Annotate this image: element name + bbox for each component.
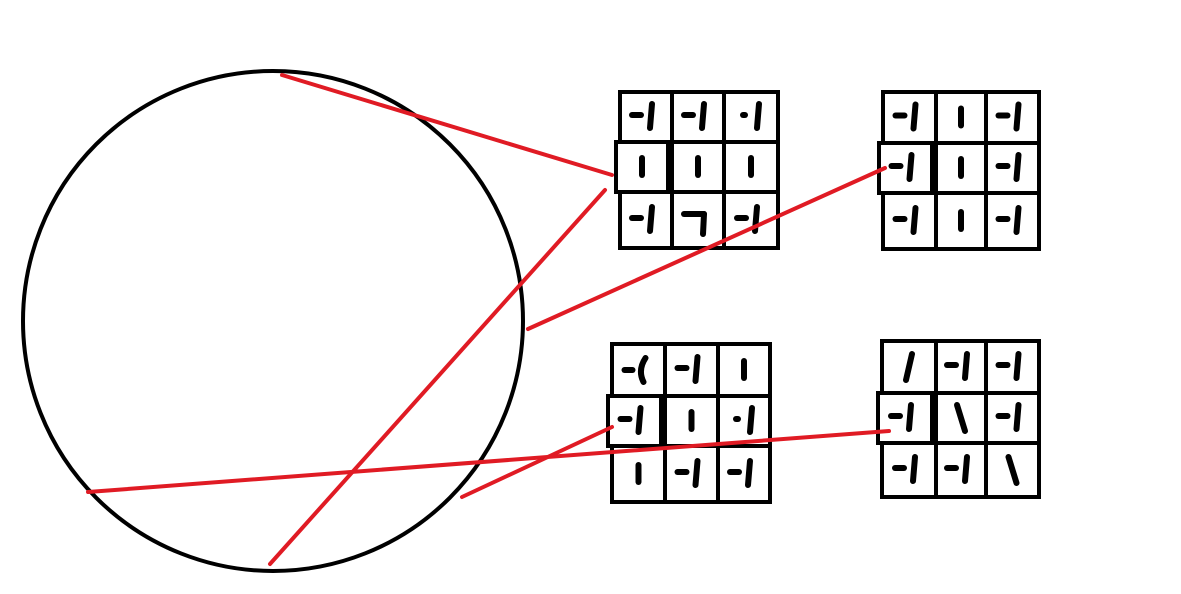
connector-line-4	[460, 425, 614, 499]
glyph-bar	[745, 458, 753, 488]
connector-line-2	[268, 188, 607, 566]
glyph-bar	[754, 101, 762, 131]
grid-bottom-left	[606, 342, 772, 504]
glyph-paren	[637, 355, 649, 385]
glyph-bar	[910, 101, 919, 132]
glyph-bar	[1013, 351, 1022, 381]
grid-bottom-right	[876, 339, 1041, 499]
connectors-layer	[86, 73, 891, 566]
glyph-bar	[962, 454, 970, 484]
cell-backslant-bar	[984, 441, 1041, 499]
glyph-bar	[906, 152, 915, 182]
glyph-bar	[747, 405, 755, 435]
glyph-bar	[700, 211, 707, 237]
glyph-bar	[692, 458, 701, 488]
glyph-slant	[903, 351, 915, 383]
grid-cell-border	[984, 191, 1041, 251]
glyph-bar	[910, 454, 918, 484]
glyph-slant	[954, 402, 968, 434]
glyph-slant	[1005, 454, 1020, 486]
main-circle	[21, 69, 525, 573]
glyph-bar	[1013, 205, 1022, 235]
grid-cell-border	[722, 190, 780, 250]
glyph-bar	[692, 354, 701, 384]
glyph-bar	[635, 405, 644, 435]
connector-line-3	[526, 166, 887, 331]
glyph-bar	[647, 101, 655, 131]
grid-cell-border	[716, 444, 772, 504]
glyph-bar	[1013, 402, 1022, 432]
grids-layer	[606, 90, 1041, 504]
connector-line-1	[280, 73, 614, 177]
grid-top-left	[614, 90, 780, 250]
glyph-bar	[647, 204, 655, 234]
glyph-bar	[1013, 101, 1022, 132]
glyph-bar	[910, 205, 919, 235]
grid-top-right	[877, 90, 1041, 251]
glyph-bar	[906, 402, 914, 432]
glyph-bar	[699, 101, 707, 131]
glyph-bar	[1013, 152, 1022, 182]
cell-dash-bar	[716, 444, 772, 504]
glyph-bar	[962, 351, 970, 381]
connector-line-5	[86, 429, 891, 494]
cell-dash-bar	[984, 191, 1041, 251]
grid-cell-border	[984, 441, 1041, 499]
